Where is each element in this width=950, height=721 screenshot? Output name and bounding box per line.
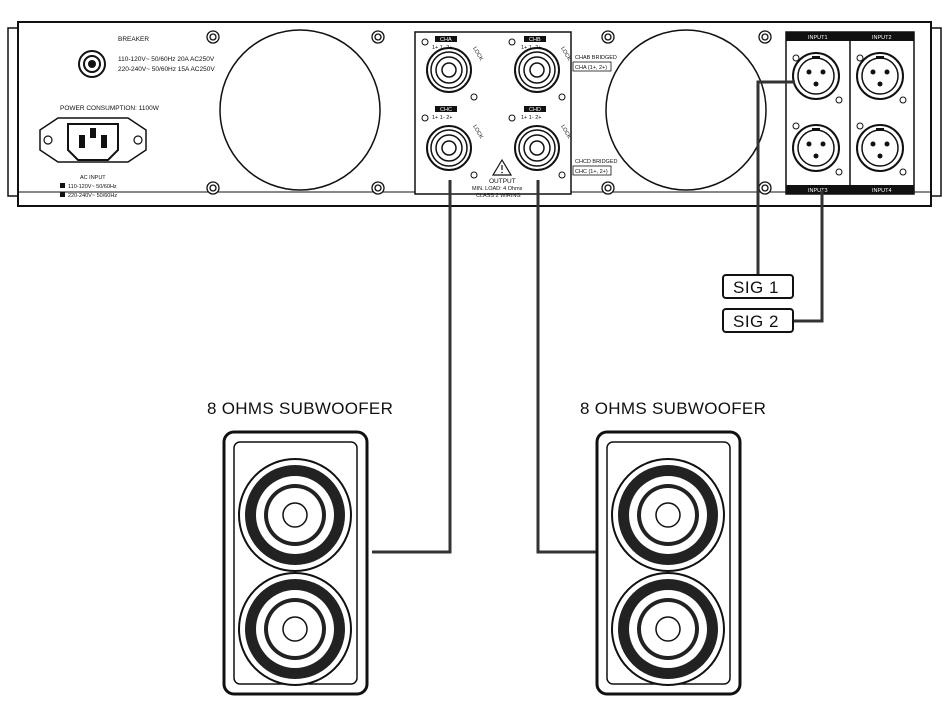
input-panel-screws bbox=[792, 54, 907, 176]
breaker-label: BREAKER bbox=[118, 36, 149, 43]
signal-label-sig2: SIG 2 bbox=[722, 308, 794, 333]
fan-vent-right bbox=[605, 29, 767, 191]
power-consumption-label: POWER CONSUMPTION: 1100W bbox=[60, 105, 160, 112]
sig2-text: SIG 2 bbox=[733, 312, 779, 331]
chb-label: CHB bbox=[529, 37, 541, 43]
screws bbox=[206, 30, 772, 195]
chab-note-box bbox=[572, 61, 612, 72]
ac-option-2-checkbox bbox=[60, 192, 65, 197]
speaker-cable-cha bbox=[372, 180, 452, 554]
subwoofer-left bbox=[222, 430, 369, 696]
warning-icon bbox=[491, 158, 513, 176]
breaker-spec-2: 220-240V~ 50/60Hz 15A AC250V bbox=[118, 66, 215, 73]
chcd-note-box bbox=[572, 165, 612, 176]
speakon-output-chc[interactable]: CHC 1+ 1- 2+ LOCK bbox=[421, 106, 484, 179]
woofer-right-upper bbox=[611, 458, 725, 572]
speaker-cable-chd bbox=[536, 180, 600, 554]
xlr-input-3[interactable] bbox=[792, 124, 840, 172]
breaker-knob[interactable] bbox=[78, 50, 106, 78]
cha-pins: 1+ 1- 2+ bbox=[432, 45, 453, 51]
xlr-input-2[interactable] bbox=[856, 52, 904, 100]
subwoofer-right bbox=[595, 430, 742, 696]
chcd-bridged-label: CHCD BRIDGED bbox=[575, 159, 618, 165]
breaker-spec-1: 110-120V~ 50/60Hz 20A AC250V bbox=[118, 56, 215, 63]
ac-option-1-label: 110-120V~ 50/60Hz bbox=[68, 184, 117, 190]
input1-label: INPUT1 bbox=[808, 35, 828, 41]
chab-bridged-label: CHAB BRIDGED bbox=[575, 55, 617, 61]
chab-note: CHA (1+, 2+) bbox=[575, 65, 607, 71]
chd-label: CHD bbox=[529, 107, 541, 113]
ac-inlet[interactable] bbox=[39, 117, 147, 163]
speakon-output-chb[interactable]: CHB 1+ 1- 2+ LOCK bbox=[508, 36, 572, 101]
chc-label: CHC bbox=[440, 107, 452, 113]
chd-pins: 1+ 1- 2+ bbox=[521, 115, 542, 121]
signal-label-sig1: SIG 1 bbox=[722, 274, 794, 299]
chc-pins: 1+ 1- 2+ bbox=[432, 115, 453, 121]
ac-option-2-label: 220-240V~ 50/60Hz bbox=[68, 193, 117, 199]
output-wiring: CLASS 2 WIRING bbox=[476, 193, 521, 199]
cha-label: CHA bbox=[440, 37, 452, 43]
fan-vent-left bbox=[219, 29, 381, 191]
input4-label: INPUT4 bbox=[872, 188, 892, 194]
input3-label: INPUT3 bbox=[808, 188, 828, 194]
speakon-output-chd[interactable]: CHD 1+ 1- 2+ LOCK bbox=[508, 106, 572, 179]
chcd-note: CHC (1+, 2+) bbox=[575, 169, 608, 175]
output-title: OUTPUT bbox=[489, 178, 516, 185]
sig1-text: SIG 1 bbox=[733, 278, 779, 297]
xlr-input-1[interactable] bbox=[792, 52, 840, 100]
speaker-left-label: 8 OHMS SUBWOOFER bbox=[207, 399, 393, 418]
output-min-load: MIN. LOAD: 4 Ohms bbox=[472, 186, 523, 192]
speaker-right-label: 8 OHMS SUBWOOFER bbox=[580, 399, 766, 418]
woofer-left-lower bbox=[238, 572, 352, 686]
xlr-input-4[interactable] bbox=[856, 124, 904, 172]
woofer-right-lower bbox=[611, 572, 725, 686]
woofer-left-upper bbox=[238, 458, 352, 572]
ac-input-label: AC INPUT bbox=[80, 175, 106, 181]
ac-option-1-checkbox bbox=[60, 183, 65, 188]
input2-label: INPUT2 bbox=[872, 35, 892, 41]
signal-cable-2 bbox=[793, 190, 824, 323]
